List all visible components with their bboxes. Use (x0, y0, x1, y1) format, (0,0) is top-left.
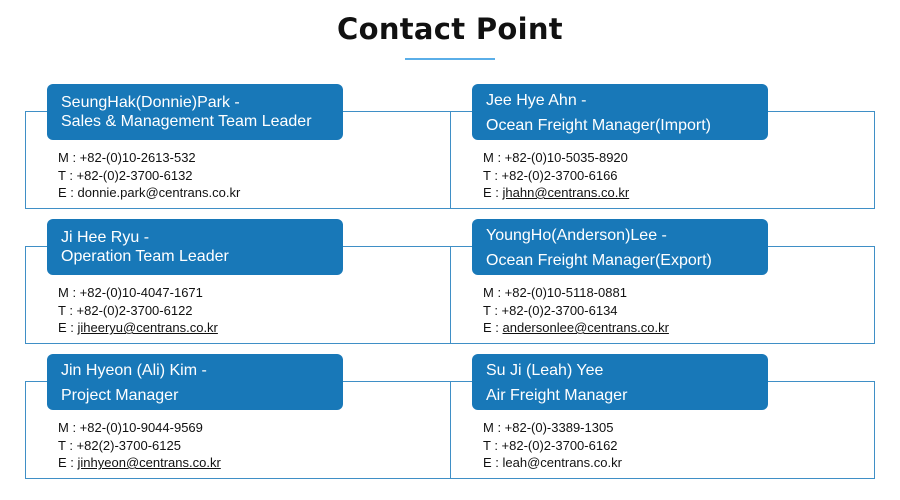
contact-name: Jin Hyeon (Ali) Kim - (61, 362, 207, 379)
email-prefix: E : (58, 455, 78, 470)
contact-name-tab: Jin Hyeon (Ali) Kim - Project Manager (47, 354, 343, 410)
contact-details: M : +82-(0)10-5118-0881 T : +82-(0)2-370… (483, 284, 669, 337)
contact-tel: T : +82-(0)2-3700-6122 (58, 302, 193, 318)
contact-name-tab: Ji Hee Ryu - Operation Team Leader (47, 219, 343, 275)
title-underline (405, 58, 495, 60)
contact-tel: T : +82-(0)2-3700-6132 (58, 167, 193, 183)
contact-email[interactable]: donnie.park@centrans.co.kr (77, 185, 241, 200)
contact-email-line: E : leah@centrans.co.kr (483, 454, 622, 472)
contact-email-link[interactable]: jhahn@centrans.co.kr (502, 185, 630, 200)
contact-row-frame (25, 246, 875, 344)
contact-name: YoungHo(Anderson)Lee - (486, 227, 667, 244)
contact-email-link[interactable]: jiheeryu@centrans.co.kr (77, 320, 218, 335)
contact-name: Ji Hee Ryu - (61, 229, 150, 246)
contact-email[interactable]: leah@centrans.co.kr (502, 455, 622, 470)
contact-email-line: E : jinhyeon@centrans.co.kr (58, 454, 221, 472)
column-divider (450, 247, 451, 343)
contact-mobile: M : +82-(0)10-2613-532 (58, 150, 196, 165)
contact-name: Su Ji (Leah) Yee (486, 362, 604, 379)
contact-mobile: M : +82-(0)10-4047-1671 (58, 285, 203, 300)
contact-email-link[interactable]: jinhyeon@centrans.co.kr (77, 455, 221, 470)
email-prefix: E : (483, 320, 503, 335)
contact-role: Ocean Freight Manager(Export) (486, 252, 712, 269)
contact-role: Air Freight Manager (486, 387, 628, 404)
contact-details: M : +82-(0)10-9044-9569 T : +82(2)-3700-… (58, 419, 221, 472)
column-divider (450, 112, 451, 208)
contact-tel: T : +82(2)-3700-6125 (58, 437, 181, 453)
contact-mobile: M : +82-(0)10-5035-8920 (483, 150, 628, 165)
contact-name-tab: YoungHo(Anderson)Lee - Ocean Freight Man… (472, 219, 768, 275)
contact-details: M : +82-(0)-3389-1305 T : +82-(0)2-3700-… (483, 419, 622, 472)
contact-role: Ocean Freight Manager(Import) (486, 117, 711, 134)
contact-role: Sales & Management Team Leader (61, 113, 312, 130)
contact-mobile: M : +82-(0)-3389-1305 (483, 420, 614, 435)
contact-role: Project Manager (61, 387, 179, 404)
email-prefix: E : (483, 185, 503, 200)
column-divider (450, 382, 451, 478)
contact-name: SeungHak(Donnie)Park - (61, 94, 240, 111)
email-prefix: E : (58, 185, 78, 200)
contact-details: M : +82-(0)10-2613-532 T : +82-(0)2-3700… (58, 149, 240, 202)
contact-mobile: M : +82-(0)10-9044-9569 (58, 420, 203, 435)
contact-email-line: E : donnie.park@centrans.co.kr (58, 184, 240, 202)
contact-name-tab: Jee Hye Ahn - Ocean Freight Manager(Impo… (472, 84, 768, 140)
contact-email-line: E : jhahn@centrans.co.kr (483, 184, 629, 202)
contact-details: M : +82-(0)10-5035-8920 T : +82-(0)2-370… (483, 149, 629, 202)
contact-email-line: E : andersonlee@centrans.co.kr (483, 319, 669, 337)
contact-role: Operation Team Leader (61, 248, 229, 265)
contact-email-link[interactable]: andersonlee@centrans.co.kr (502, 320, 669, 335)
contact-name-tab: SeungHak(Donnie)Park - Sales & Managemen… (47, 84, 343, 140)
email-prefix: E : (483, 455, 503, 470)
contact-row-frame (25, 381, 875, 479)
contact-tel: T : +82-(0)2-3700-6162 (483, 437, 618, 453)
contact-row-frame (25, 111, 875, 209)
contact-email-line: E : jiheeryu@centrans.co.kr (58, 319, 218, 337)
contact-tel: T : +82-(0)2-3700-6166 (483, 167, 618, 183)
email-prefix: E : (58, 320, 78, 335)
contact-details: M : +82-(0)10-4047-1671 T : +82-(0)2-370… (58, 284, 218, 337)
contact-tel: T : +82-(0)2-3700-6134 (483, 302, 618, 318)
page-title: Contact Point (337, 12, 563, 46)
contact-name: Jee Hye Ahn - (486, 92, 587, 109)
contact-name-tab: Su Ji (Leah) Yee Air Freight Manager (472, 354, 768, 410)
contact-mobile: M : +82-(0)10-5118-0881 (483, 285, 627, 300)
